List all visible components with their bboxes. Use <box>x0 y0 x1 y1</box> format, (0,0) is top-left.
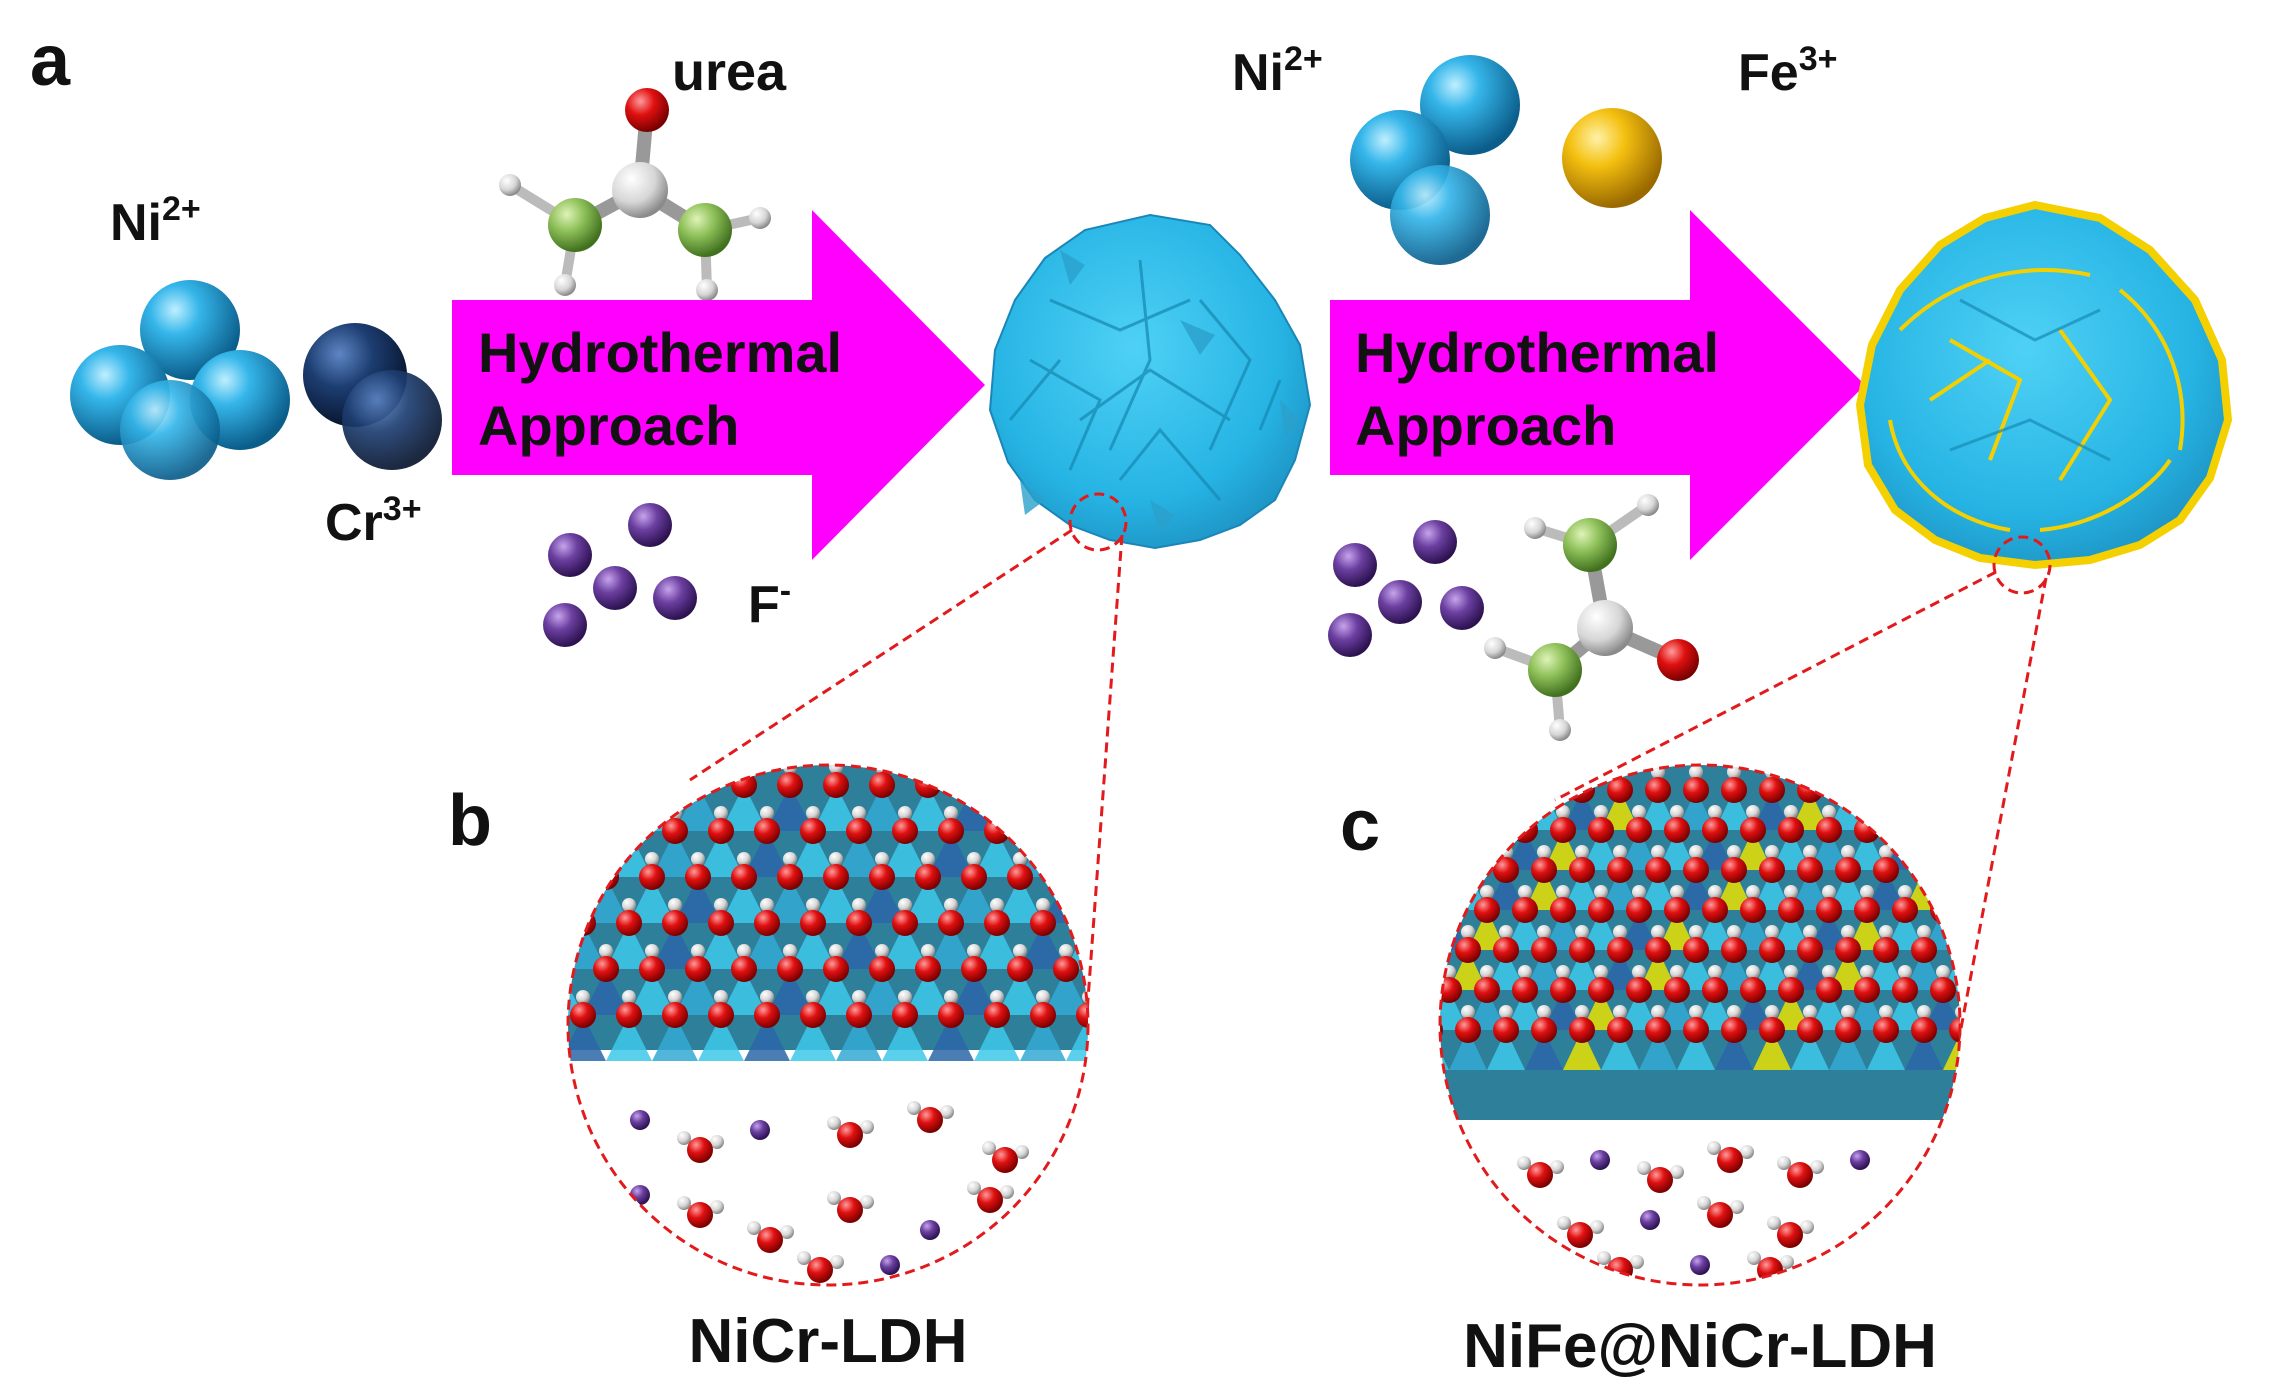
panel-label-a: a <box>30 21 71 101</box>
ni-ion-cluster-1 <box>70 280 290 480</box>
panel-label-c: c <box>1340 786 1380 866</box>
urea-molecule-2 <box>1484 494 1699 741</box>
panel-label-b: b <box>448 781 492 861</box>
nife-nicr-ldh-microsphere <box>1855 200 2233 570</box>
ni-ion-cluster-2 <box>1350 55 1520 265</box>
nicr-ldh-microsphere <box>988 213 1312 550</box>
hydrothermal-arrow-1 <box>452 210 985 560</box>
zoom-ring-2 <box>1992 535 2052 595</box>
arrow-1-line-1: Hydrothermal <box>478 321 842 384</box>
product-label-nife-nicr-ldh: NiFe@NiCr-LDH <box>1463 1312 1937 1381</box>
arrow-1-line-2: Approach <box>478 394 739 457</box>
fluoride-label: F- <box>748 572 791 634</box>
zoom-line-1-right <box>1083 534 1124 1041</box>
arrow-2-line-1: Hydrothermal <box>1355 321 1719 384</box>
product-label-nicr-ldh: NiCr-LDH <box>689 1307 968 1376</box>
ni-ion-label-2: Ni2+ <box>1232 40 1323 102</box>
inset-b-border <box>566 763 1090 1287</box>
zoom-line-2-left <box>1554 570 1997 802</box>
zoom-line-2-right <box>1953 577 2048 1061</box>
zoom-line-1-left <box>689 528 1073 782</box>
nife-nicr-ldh-structure-inset <box>1440 765 1960 1283</box>
hydrothermal-arrow-2 <box>1330 210 1865 560</box>
urea-molecule-1 <box>499 88 771 301</box>
zoom-ring-1 <box>1068 492 1128 552</box>
fluoride-ions-1 <box>543 503 697 647</box>
fe-ion-label: Fe3+ <box>1738 40 1837 102</box>
fe-ion <box>1562 108 1662 208</box>
fluoride-ions-2 <box>1328 520 1484 657</box>
cr-ion-cluster <box>303 323 442 470</box>
urea-label: urea <box>672 42 787 102</box>
arrow-2-line-2: Approach <box>1355 394 1616 457</box>
inset-c-border <box>1438 763 1962 1287</box>
cr-ion-label: Cr3+ <box>325 490 422 552</box>
nicr-ldh-structure-inset <box>568 765 1088 1285</box>
ni-ion-label-1: Ni2+ <box>110 190 201 252</box>
